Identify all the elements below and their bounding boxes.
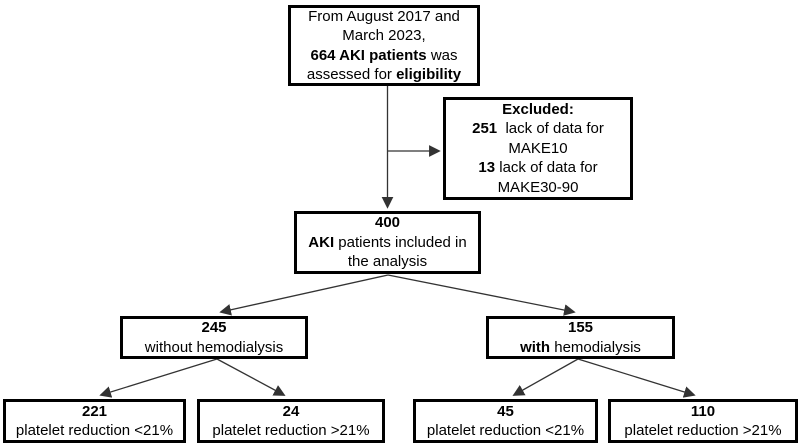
- without-hd-low-label: platelet reduction <21%: [15, 422, 174, 439]
- excluded-item-1: 251 lack of data for: [472, 120, 604, 138]
- without-hd-count: 245: [201, 319, 227, 336]
- without-hd-low-count: 221: [81, 402, 108, 420]
- excluded-item-2-cont: MAKE30-90: [497, 178, 579, 196]
- box-assessed-for-eligibility: From August 2017 and March 2023, 664 AKI…: [288, 5, 480, 86]
- box-included-in-analysis: 400 AKI patients included in the analysi…: [294, 211, 481, 274]
- included-line-3: the analysis: [347, 253, 428, 271]
- arrow-without-hd-to-high: [216, 358, 286, 396]
- assessed-line-4: assessed for eligibility: [306, 66, 462, 83]
- without-hd-label: without hemodialysis: [144, 338, 284, 356]
- arrow-included-to-with-hd: [387, 274, 576, 316]
- box-with-hemodialysis: 155 with hemodialysis: [486, 316, 675, 359]
- box-with-hd-platelet-high: 110 platelet reduction >21%: [608, 399, 798, 443]
- with-hd-label: with hemodialysis: [520, 338, 641, 356]
- arrow-without-hd-to-low: [99, 358, 218, 398]
- arrow-included-to-without-hd: [219, 274, 389, 316]
- assessed-line-3: 664 AKI patients was: [310, 46, 458, 64]
- box-excluded: Excluded: 251 lack of data for MAKE10 13…: [443, 97, 633, 200]
- assessed-line-2: March 2023,: [342, 27, 426, 44]
- box-without-hd-platelet-high: 24 platelet reduction >21%: [197, 399, 385, 443]
- excluded-item-1-cont: MAKE10: [508, 139, 568, 157]
- with-hd-high-count: 110: [690, 402, 716, 420]
- arrow-with-hd-to-high: [577, 358, 696, 398]
- without-hd-high-count: 24: [282, 402, 300, 420]
- with-hd-low-label: platelet reduction <21%: [426, 422, 585, 439]
- arrow-with-hd-to-low: [512, 358, 579, 396]
- excluded-heading: Excluded:: [502, 100, 574, 118]
- included-line-2: AKI patients included in: [308, 233, 467, 251]
- box-without-hemodialysis: 245 without hemodialysis: [120, 316, 308, 359]
- with-hd-low-count: 45: [497, 402, 514, 420]
- excluded-item-2: 13 lack of data for: [478, 159, 598, 177]
- included-count: 400: [374, 214, 401, 232]
- with-hd-high-label: platelet reduction >21%: [624, 422, 782, 439]
- box-with-hd-platelet-low: 45 platelet reduction <21%: [413, 399, 598, 443]
- assessed-line-1: From August 2017 and: [308, 7, 460, 25]
- with-hd-count: 155: [567, 319, 594, 336]
- box-without-hd-platelet-low: 221 platelet reduction <21%: [3, 399, 186, 443]
- without-hd-high-label: platelet reduction >21%: [212, 422, 370, 439]
